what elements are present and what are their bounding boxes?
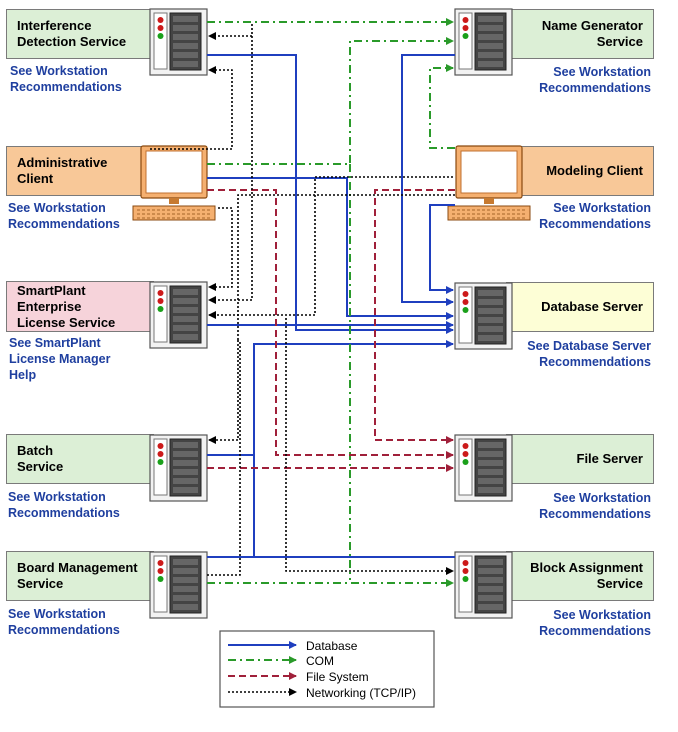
modeling-recommendations-link[interactable]: See Workstation Recommendations <box>539 201 651 231</box>
block-recommendations-link[interactable]: See Workstation Recommendations <box>539 608 651 638</box>
administrative-client-box: Administrative Client <box>6 146 146 196</box>
batch-service-box: Batch Service <box>6 434 154 484</box>
file-system-connections <box>207 189 455 472</box>
board-server-icon <box>149 551 208 619</box>
interference-detection-service-label: Interference Detection Service <box>17 18 127 49</box>
legend-file-system-label: File System <box>306 670 369 684</box>
database-server-box: Database Server <box>506 282 654 332</box>
name-generator-service-label: Name Generator Service <box>541 18 643 49</box>
board-management-service-box: Board Management Service <box>6 551 154 601</box>
name-generator-recommendations-link[interactable]: See Workstation Recommendations <box>539 65 651 95</box>
database-server-icon <box>454 282 513 350</box>
administrative-workstation-icon <box>132 145 216 221</box>
interference-detection-service-box: Interference Detection Service <box>6 9 154 59</box>
file-server-label: File Server <box>576 451 644 466</box>
file-server-box: File Server <box>506 434 654 484</box>
legend-networking-label: Networking (TCP/IP) <box>306 686 416 700</box>
networking-connections <box>150 24 455 576</box>
legend: Database COM File System Networking (TCP… <box>219 630 435 708</box>
database-connections <box>207 54 455 558</box>
administrative-recommendations-link[interactable]: See Workstation Recommendations <box>8 201 120 231</box>
license-service-box: SmartPlant Enterprise License Service <box>6 281 154 332</box>
block-assignment-service-label: Block Assignment Service <box>530 560 643 591</box>
database-server-recommendations-link[interactable]: See Database Server Recommendations <box>527 339 651 369</box>
batch-recommendations-link[interactable]: See Workstation Recommendations <box>8 490 120 520</box>
interference-recommendations-link[interactable]: See Workstation Recommendations <box>10 64 122 94</box>
legend-box <box>219 630 435 708</box>
modeling-workstation-icon <box>447 145 531 221</box>
batch-service-label: Batch Service <box>17 443 64 474</box>
board-recommendations-link[interactable]: See Workstation Recommendations <box>8 607 120 637</box>
file-server-icon <box>454 434 513 502</box>
legend-database-label: Database <box>306 639 358 653</box>
batch-server-icon <box>149 434 208 502</box>
name-generator-service-box: Name Generator Service <box>506 9 654 59</box>
com-connections <box>207 18 455 587</box>
namegen-server-icon <box>454 8 513 76</box>
license-service-label: SmartPlant Enterprise License Service <box>17 282 116 330</box>
modeling-client-label: Modeling Client <box>546 163 643 178</box>
license-manager-help-link[interactable]: See SmartPlant License Manager Help <box>9 336 111 382</box>
board-management-service-label: Board Management Service <box>17 560 138 591</box>
license-server-icon <box>149 281 208 349</box>
block-server-icon <box>454 551 513 619</box>
administrative-client-label: Administrative Client <box>17 155 108 186</box>
database-server-label: Database Server <box>541 299 643 314</box>
interference-server-icon <box>149 8 208 76</box>
file-server-recommendations-link[interactable]: See Workstation Recommendations <box>539 491 651 521</box>
legend-com-label: COM <box>306 654 334 668</box>
modeling-client-box: Modeling Client <box>520 146 654 196</box>
